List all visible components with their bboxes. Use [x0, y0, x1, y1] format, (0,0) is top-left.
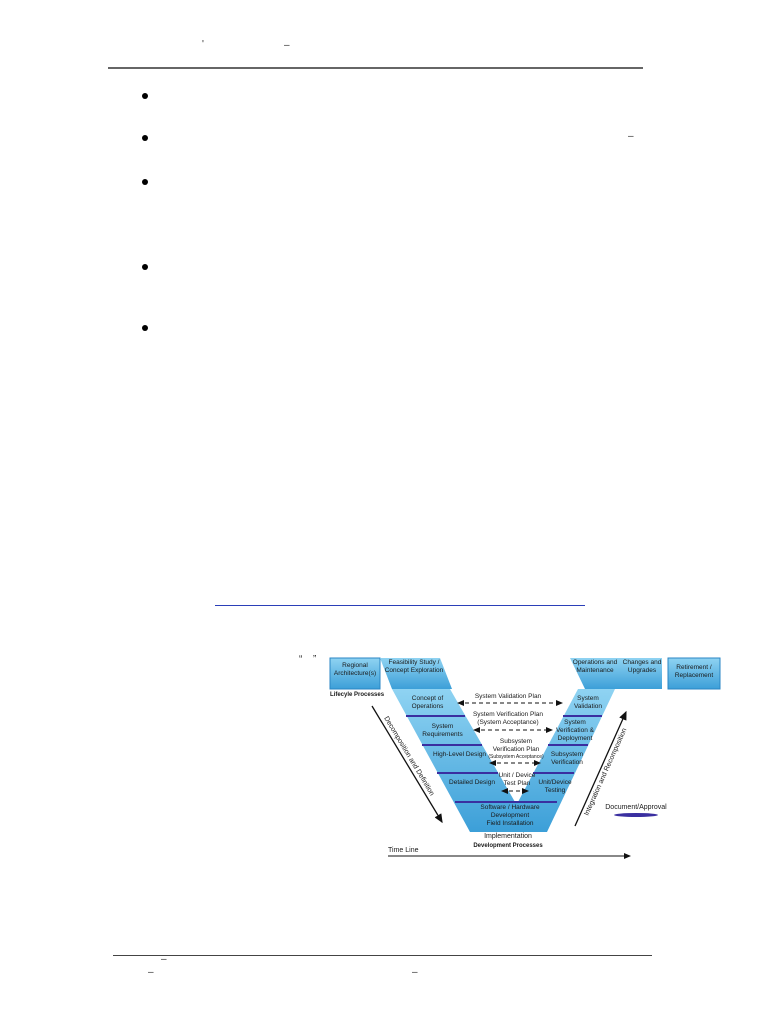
bullet-item	[142, 135, 148, 141]
regional-label: Regional Architecture(s)	[333, 662, 377, 677]
open-quote: “	[299, 654, 303, 665]
bullet-item	[142, 325, 148, 331]
plan-label: (System Acceptance)	[477, 719, 539, 726]
legend-mark	[614, 813, 658, 817]
left-arm-label: Concept of Operations	[411, 695, 444, 710]
plan-label: Unit / Device	[498, 772, 536, 779]
right-arm-label: System Validation	[573, 695, 603, 710]
legend-label: Document/Approval	[605, 804, 667, 811]
plan-label: System Validation Plan	[474, 693, 542, 700]
footer-rule	[113, 955, 652, 956]
plan-label: Verification Plan	[492, 746, 540, 753]
timeline-label: Time Line	[388, 847, 419, 854]
left-arm-label: System Requirements	[422, 723, 463, 738]
bottom-label: Software / Hardware	[480, 804, 540, 811]
feasibility-box	[380, 658, 452, 689]
bullet-item	[142, 93, 148, 99]
bullet-item	[142, 179, 148, 185]
close-quote: ”	[313, 654, 317, 665]
line-fragment: –	[628, 131, 634, 142]
plan-label: Test Plan	[503, 780, 531, 787]
right-arm-label: Unit/Device Testing	[538, 779, 572, 794]
left-arm-label: High-Level Design	[432, 751, 487, 758]
retirement-box	[667, 657, 721, 690]
plan-label: Subsystem	[499, 738, 533, 745]
feasibility-label: Feasibility Study / Concept Exploration	[384, 659, 444, 674]
v-shape	[392, 689, 615, 832]
header-rule	[108, 67, 643, 69]
lifecycle-processes-label: Lifecyle Processes	[330, 692, 385, 698]
footer-fragment: –	[148, 967, 154, 978]
right-arm-label: Subsystem Verification	[550, 751, 584, 766]
footer-fragment: –	[161, 954, 167, 965]
left-arm-label: Detailed Design	[449, 779, 495, 786]
right-arm-label: System Verification & Deployment	[556, 719, 594, 742]
operations-band	[570, 658, 662, 689]
implementation-label: Implementation	[484, 833, 532, 840]
integration-arrow	[574, 710, 627, 827]
decomposition-arrow	[371, 705, 443, 824]
footer-fragment: –	[412, 967, 418, 978]
header-fragment: –	[284, 40, 290, 51]
retirement-label: Retirement / Replacement	[674, 664, 714, 679]
hyperlink[interactable]	[215, 605, 585, 606]
bottom-label: Field Installation	[486, 820, 534, 827]
development-processes-label: Development Processes	[473, 843, 543, 849]
bottom-label: Development	[490, 812, 530, 819]
changes-label: Changes and Upgrades	[622, 659, 662, 674]
regional-architecture-box	[329, 657, 381, 690]
operations-label: Operations and Maintenance	[572, 659, 618, 674]
plan-label: (Subsystem Acceptance)	[488, 754, 544, 760]
header-fragment: '	[202, 39, 204, 50]
plan-label: System Verification Plan	[472, 711, 544, 718]
bullet-item	[142, 264, 148, 270]
